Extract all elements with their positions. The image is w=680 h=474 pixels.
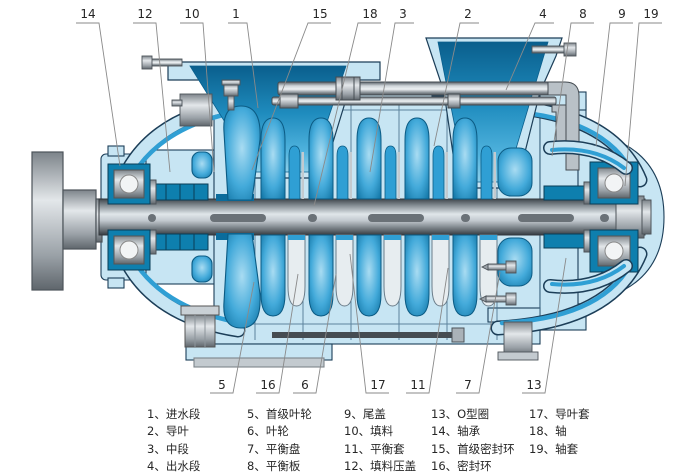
legend-column-1: 1、进水段 2、导叶 3、中段 4、出水段 [147,406,200,474]
legend-item: 14、轴承 [431,424,481,439]
callout-part-16: 16 [260,378,275,392]
callout-part-13: 13 [526,378,541,392]
callout-part-10: 10 [184,7,199,21]
balance-water-channels [543,140,633,294]
legend-item: 9、尾盖 [344,407,386,421]
callout-part-9: 9 [618,7,626,21]
bearing-left [107,163,151,271]
legend-item: 15、首级密封环 [431,441,515,456]
legend-item: 5、首级叶轮 [247,407,312,421]
callout-part-15: 15 [312,7,327,21]
callout-part-1: 1 [232,7,240,21]
legend-item: 6、叶轮 [247,424,289,439]
callout-part-11: 11 [410,378,425,392]
callout-part-2: 2 [464,7,472,21]
callout-part-6: 6 [301,378,309,392]
callout-part-18: 18 [362,7,377,21]
callout-leader-lines [76,22,662,394]
legend-column-5: 17、导叶套 18、轴 19、轴套 [529,406,590,458]
legend-column-2: 5、首级叶轮 6、叶轮 7、平衡盘 8、平衡板 [247,406,312,474]
coupling [31,151,103,291]
callout-part-8: 8 [579,7,587,21]
vent-valve [227,95,235,111]
pipe-union [335,76,361,101]
legend-item: 8、平衡板 [247,459,301,474]
tie-rod [272,327,465,343]
gland-nut [180,305,220,348]
balance-pipe [271,76,580,171]
legend-item: 19、轴套 [529,441,579,456]
callout-part-17: 17 [370,378,385,392]
callout-part-14: 14 [80,7,95,21]
legend-item: 1、进水段 [147,407,201,421]
legend-item: 4、出水段 [147,459,201,474]
legend-item: 13、O型圈 [431,407,490,421]
inlet-gland-block [179,93,213,127]
legend-item: 17、导叶套 [529,407,590,421]
legend-item: 11、平衡套 [344,441,405,456]
legend-item: 7、平衡盘 [247,441,301,456]
callout-part-3: 3 [399,7,407,21]
gland-studs [478,260,539,361]
fittings [141,42,577,127]
legend-column-4: 13、O型圈 14、轴承 15、首级密封环 16、密封环 [431,406,515,474]
legend-item: 2、导叶 [147,424,189,439]
callout-part-12: 12 [137,7,152,21]
legend-column-3: 9、尾盖 10、填料 11、平衡套 12、填料压盖 [344,406,416,474]
legend: 1、进水段 2、导叶 3、中段 4、出水段 5、首级叶轮 6、叶轮 7、平衡盘 … [0,403,680,474]
callout-part-4: 4 [539,7,547,21]
callout-part-5: 5 [218,378,226,392]
shaft-keyway-slots [148,214,609,222]
shaft [98,195,652,239]
pump-cross-section-diagram: 14 12 10 1 15 18 3 2 4 8 9 19 5 16 6 17 … [31,7,665,394]
first-stage-impeller [191,105,261,329]
legend-item: 10、填料 [344,424,394,439]
legend-item: 3、中段 [147,441,189,456]
callout-part-7: 7 [464,378,472,392]
legend-item: 12、填料压盖 [344,459,417,474]
callout-numbers: 14 12 10 1 15 18 3 2 4 8 9 19 5 16 6 17 … [80,7,658,392]
legend-item: 16、密封环 [431,459,492,474]
callout-part-19: 19 [643,7,658,21]
legend-item: 18、轴 [529,424,567,439]
